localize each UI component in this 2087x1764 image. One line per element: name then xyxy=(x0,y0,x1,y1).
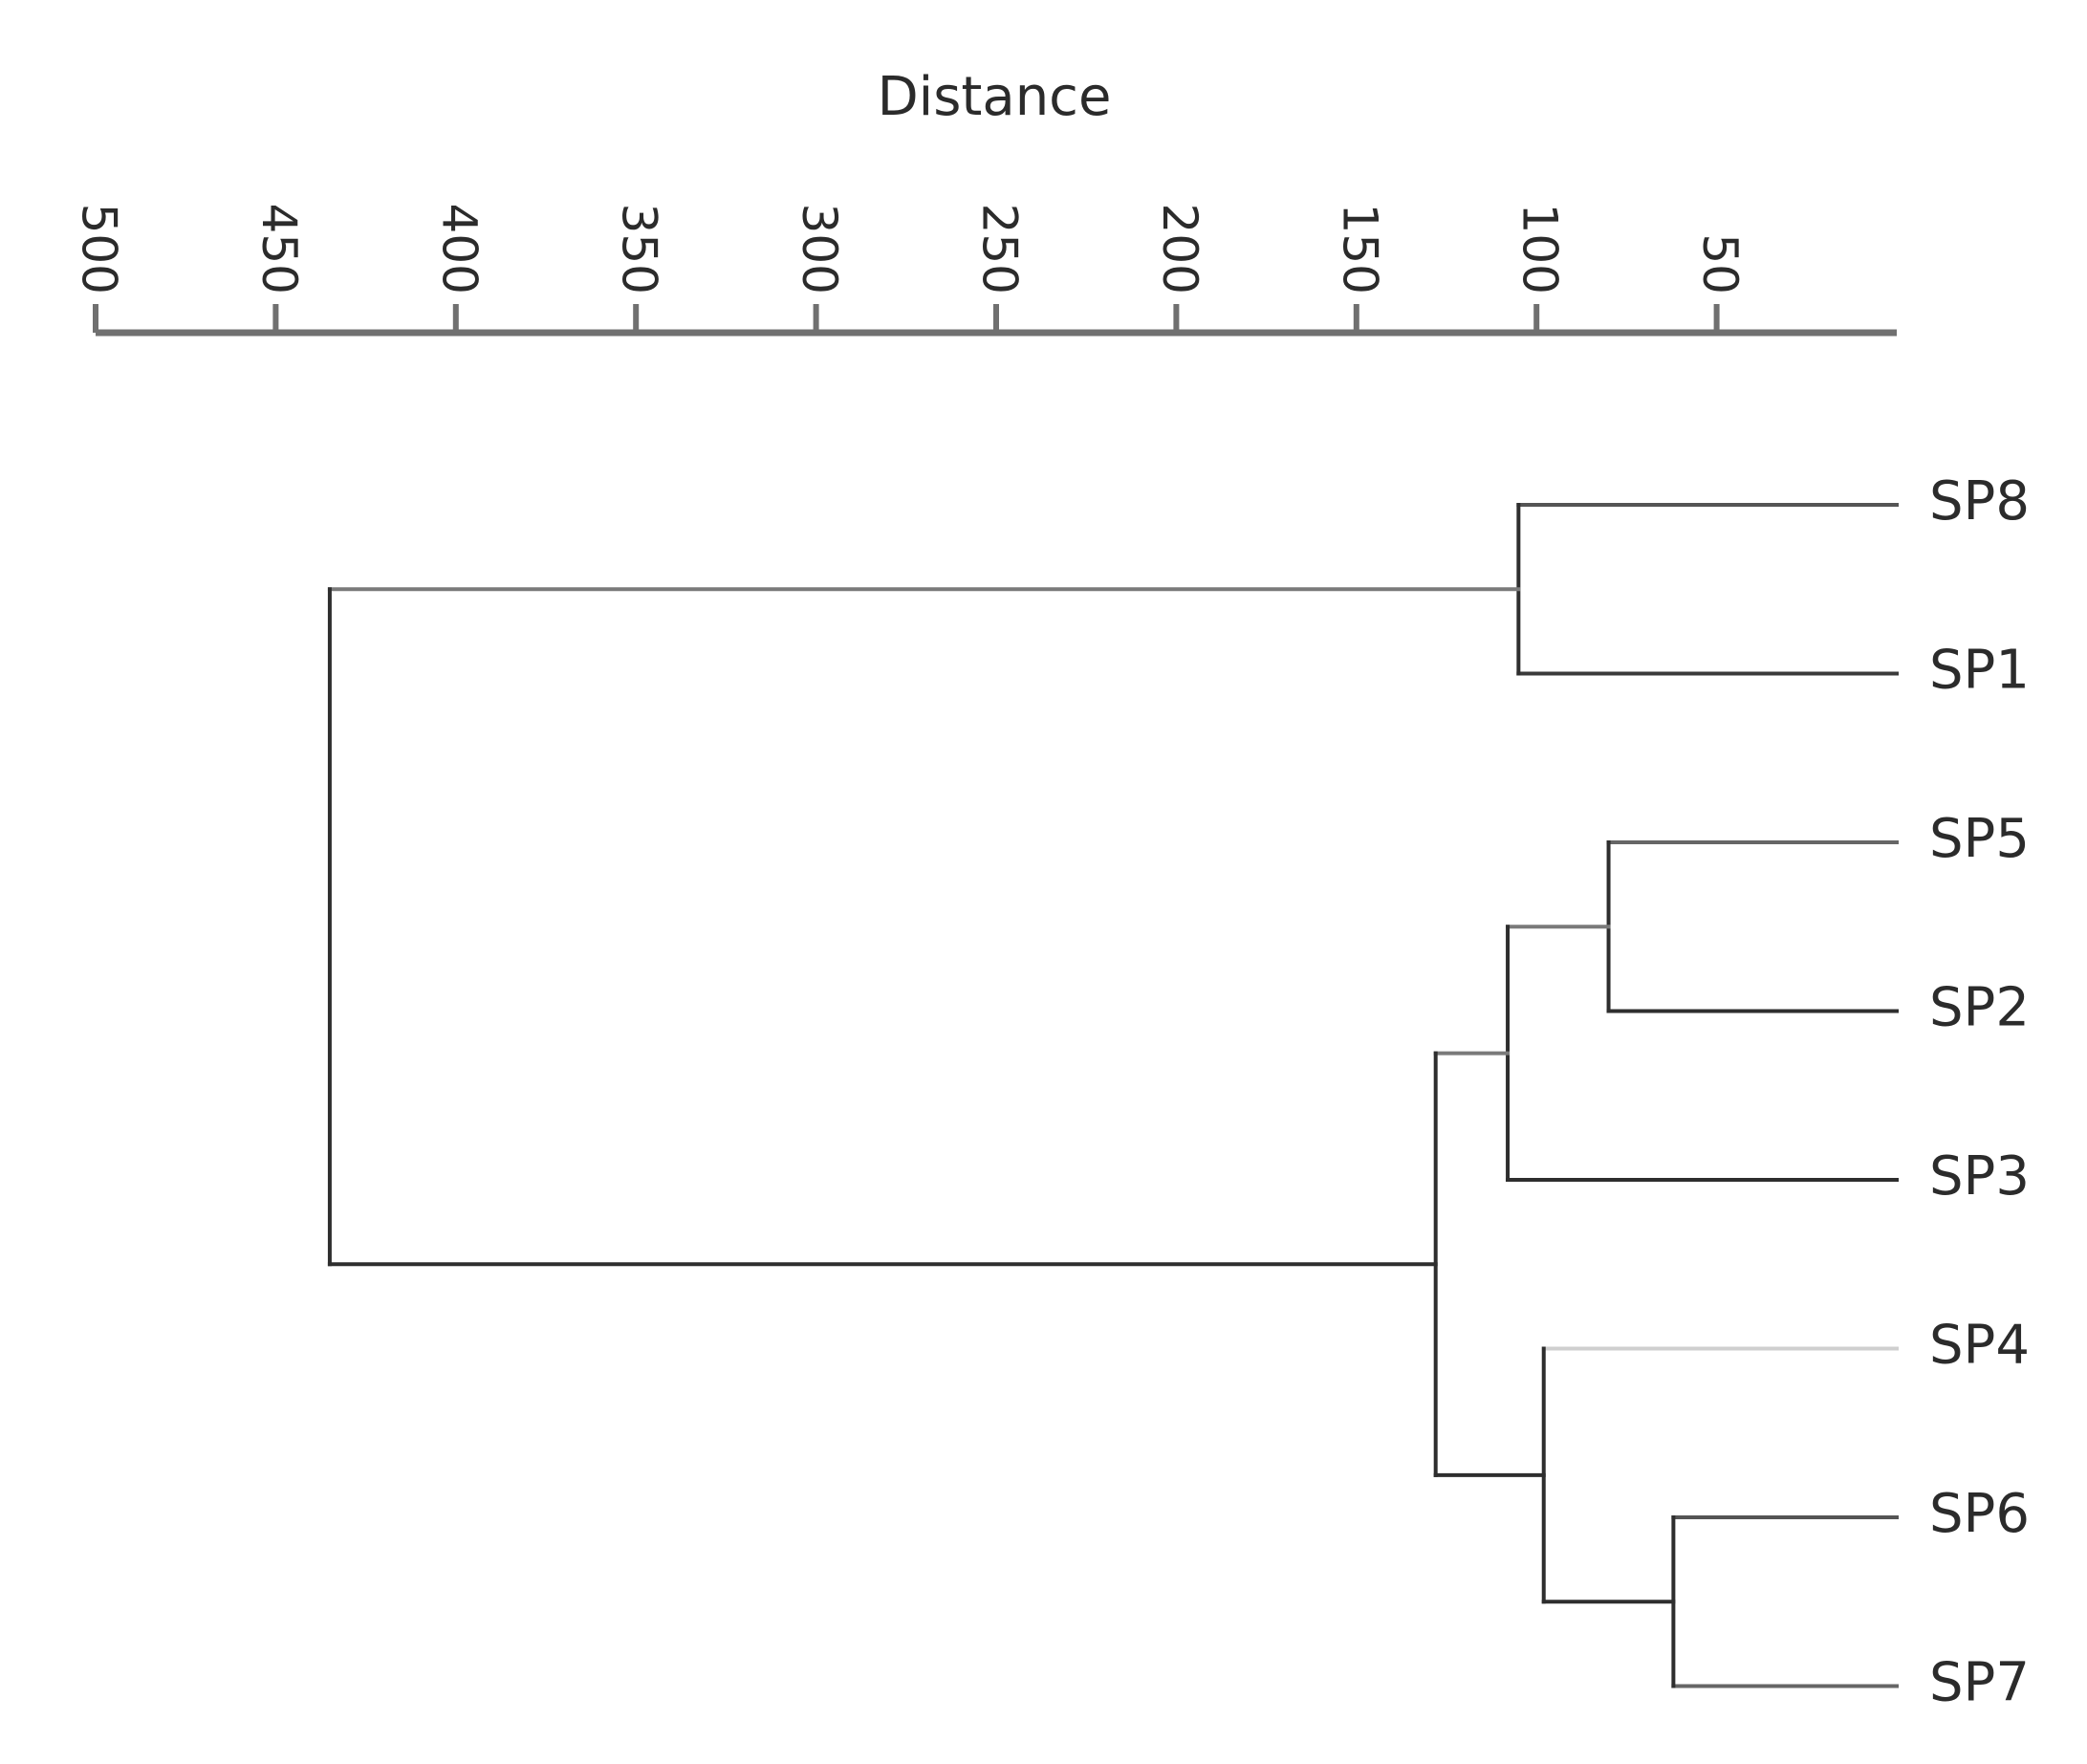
tick-label-300: 300 xyxy=(792,204,847,294)
tick-label-50: 50 xyxy=(1692,233,1748,294)
tick-label-100: 100 xyxy=(1512,204,1568,294)
tick-label-150: 150 xyxy=(1332,204,1387,294)
axis-ticks: 500 450 400 350 300 250 200 150 100 50 xyxy=(72,204,1748,333)
tick-label-200: 200 xyxy=(1152,204,1207,294)
leaf-label-sp4: SP4 xyxy=(1929,1315,2030,1377)
leaf-label-sp6: SP6 xyxy=(1929,1483,2030,1545)
leaf-label-sp7: SP7 xyxy=(1929,1652,2030,1714)
leaf-label-sp1: SP1 xyxy=(1929,640,2030,702)
tick-label-350: 350 xyxy=(612,204,667,294)
tick-label-400: 400 xyxy=(431,204,487,294)
tick-label-500: 500 xyxy=(72,204,127,294)
tick-label-450: 450 xyxy=(251,204,307,294)
leaf-label-sp3: SP3 xyxy=(1929,1145,2030,1208)
dendrogram-branches xyxy=(327,503,1899,1688)
leaf-label-sp8: SP8 xyxy=(1929,470,2030,533)
tick-label-250: 250 xyxy=(972,204,1028,294)
leaf-label-sp5: SP5 xyxy=(1929,808,2030,870)
axis-title: Distance xyxy=(878,66,1112,128)
leaf-label-sp2: SP2 xyxy=(1929,977,2030,1039)
